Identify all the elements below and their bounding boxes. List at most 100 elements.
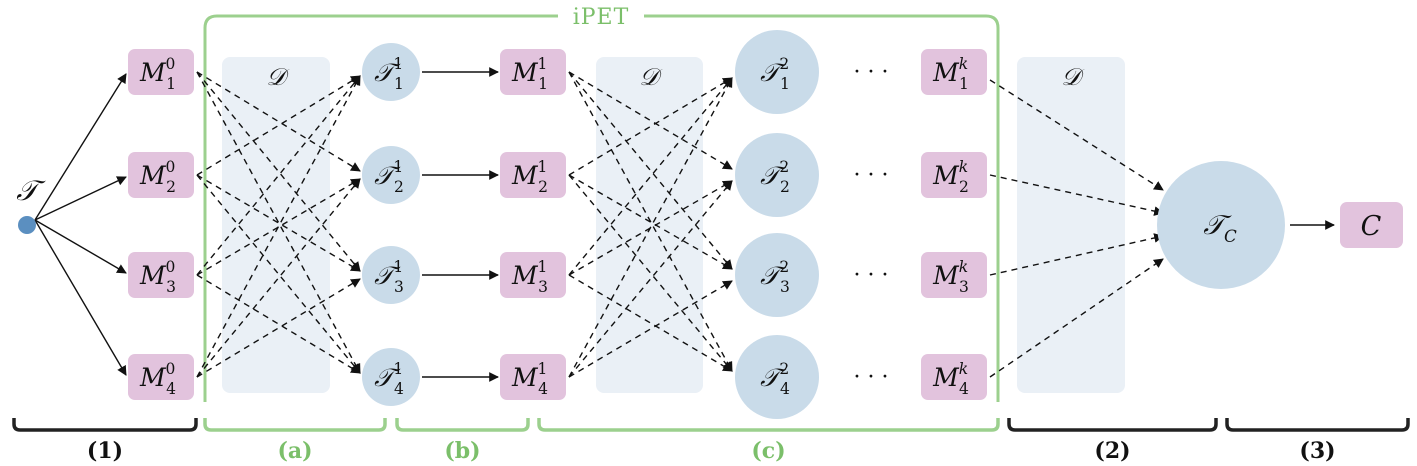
edge-m0-t1 [196,178,361,276]
label-sup: 0 [166,55,176,73]
classifier-box [1340,202,1403,248]
bracket-1 [12,418,198,432]
label-sup: 1 [393,158,403,176]
label-sub: C [1224,226,1237,246]
label-sub: 3 [780,278,790,296]
bracket-label-6: (3) [1299,438,1335,464]
edge-m0-t1 [196,71,361,374]
edge-m0-t1 [196,274,361,374]
bracket-6 [1225,418,1410,432]
svg-text:𝒯22: 𝒯22 [760,158,790,196]
label-base: M [139,261,167,290]
label-sup: 1 [393,55,403,73]
bracket-4 [537,418,1000,432]
ipet-label: iPET [573,5,630,30]
label-sup: 0 [166,258,176,276]
model-box-bg [128,49,194,95]
edge-m1-t2 [568,71,733,270]
training-set-circle [735,30,819,114]
label-sub: 3 [538,278,548,296]
model-box-bg [500,354,566,400]
svg-text:M12: M12 [511,158,548,196]
svg-text:M04: M04 [139,360,176,398]
svg-text:M01: M01 [139,55,176,93]
label-sub: 3 [959,278,969,296]
model-box-bg [500,252,566,298]
model-box-bg [921,252,987,298]
training-set-circle [735,133,819,217]
label-sup: k [959,360,968,378]
label-sup: k [959,158,968,176]
bracket-3 [395,418,530,432]
label-sub: 4 [166,380,176,398]
training-set-circle [362,246,420,304]
label-sub: 1 [166,75,176,93]
label-base: M [511,363,539,392]
model-box-bg [921,49,987,95]
label-sup: 2 [779,55,789,73]
edge-start-m0-2 [34,176,127,221]
label-sub: 1 [959,75,969,93]
label-sup: 1 [393,360,403,378]
edge-mk-tc-4 [989,258,1164,378]
model-box-bg [921,354,987,400]
label-sup: 2 [779,158,789,176]
svg-text:M14: M14 [511,360,548,398]
label-sup: 1 [538,258,548,276]
label-base: M [932,261,960,290]
label-sub: 1 [394,75,404,93]
dataset-panel-c [596,57,703,393]
label-sup: k [959,55,968,73]
edge-start-m0-4 [34,219,127,376]
model-box-bg [500,152,566,198]
edge-m0-t1 [196,278,361,378]
svg-text:𝒯23: 𝒯23 [760,258,790,296]
bracket-2 [203,418,387,432]
classifier-label: C [1361,211,1382,242]
edge-m1-t2 [568,71,733,170]
edge-m0-t1 [196,174,361,374]
edge-m0-t1 [196,75,361,378]
label-sup: 0 [166,158,176,176]
label-sup: 1 [538,55,548,73]
label-sub: 2 [166,178,176,196]
dataset-panel-2 [1017,57,1125,393]
edge-mk-tc-2 [989,174,1164,216]
start-node-label: 𝒯 [16,174,46,207]
ellipsis-3: · · · [854,263,889,288]
training-set-circle [735,233,819,317]
label-sub: 1 [538,75,548,93]
training-set-circle [362,43,420,101]
label-base: M [932,161,960,190]
label-sub: 4 [780,380,790,398]
model-box-bg [921,152,987,198]
label-base: M [511,58,539,87]
model-box-bg [500,49,566,95]
label-sup: 0 [166,360,176,378]
bracket-label-4: (c) [751,438,785,464]
bracket-label-1: (1) [87,438,123,464]
edge-m1-t2 [568,77,733,276]
model-box-bg [128,252,194,298]
label-sub: 3 [394,278,404,296]
ipet-frame [203,14,1000,402]
edge-m0-t1 [196,71,361,272]
brackets: (1)(a)(b)(c)(2)(3) [12,418,1410,464]
label-sub: 2 [780,178,790,196]
ellipses: · · ·· · ·· · ·· · · [854,60,889,390]
edge-m1-t2 [568,280,733,378]
